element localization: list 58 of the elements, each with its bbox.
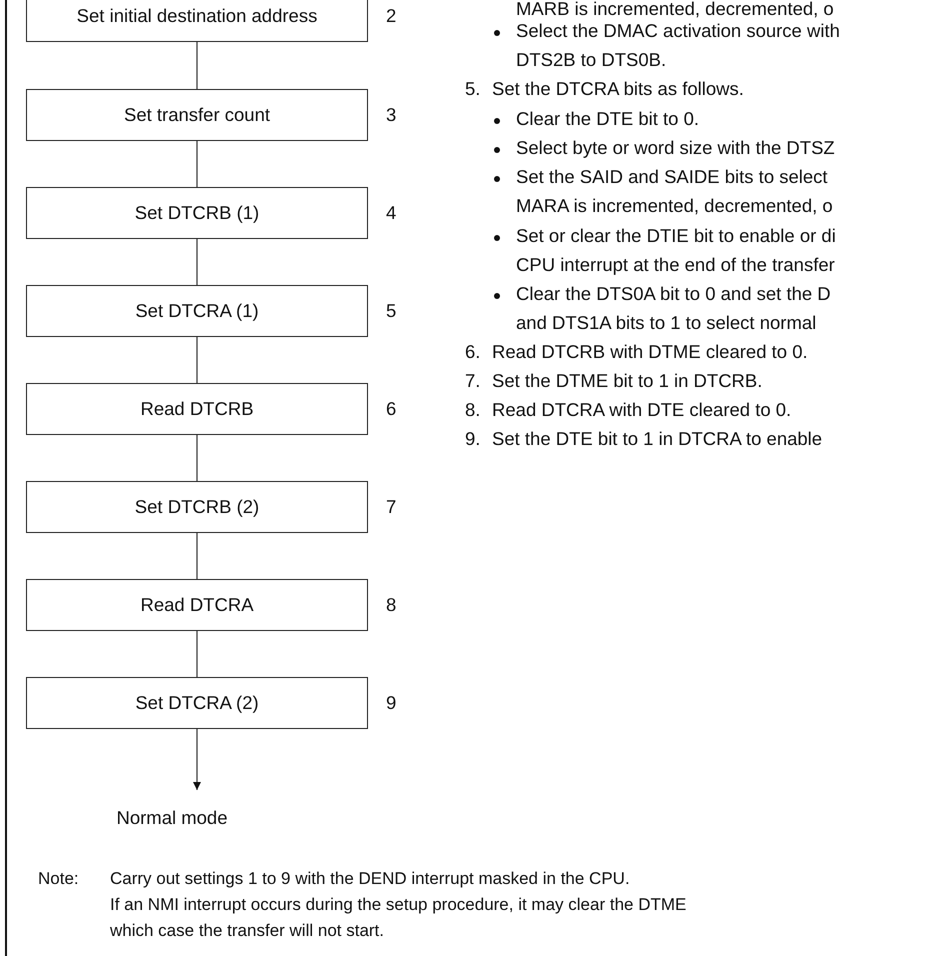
- list-text: DTS2B to DTS0B.: [516, 51, 666, 70]
- list-text: Read DTCRA with DTE cleared to 0.: [492, 401, 792, 420]
- connector-line: [196, 435, 198, 481]
- note-label: Note:: [38, 870, 79, 887]
- list-text: Set the SAID and SAIDE bits to select: [516, 168, 828, 186]
- step-text: Set DTCRA (1): [135, 300, 259, 322]
- step-text: Set initial destination address: [76, 5, 318, 27]
- list-number: 8.: [465, 401, 480, 420]
- connector-line: [196, 631, 198, 677]
- process-box: [26, 383, 368, 435]
- process-box: [26, 481, 368, 533]
- process-box: [26, 0, 368, 42]
- process-box: [26, 677, 368, 729]
- step-number: 2: [386, 5, 396, 27]
- list-text: Select the DMAC activation source with: [516, 22, 840, 40]
- arrow: [193, 729, 201, 790]
- list-text: Set or clear the DTIE bit to enable or di: [516, 227, 836, 246]
- step-text: Set transfer count: [124, 104, 270, 126]
- list-text: MARA is incremented, decremented, o: [516, 197, 833, 216]
- list-text: and DTS1A bits to 1 to select normal: [516, 314, 816, 332]
- list-number: 7.: [465, 372, 480, 390]
- list-text: Set the DTCRA bits as follows.: [492, 80, 744, 98]
- step-number: 5: [386, 300, 396, 322]
- step-text: Set DTCRA (2): [135, 692, 259, 714]
- note-text: Carry out settings 1 to 9 with the DEND interrupt masked in the CPU.: [110, 870, 630, 887]
- list-text: Set the DTME bit to 1 in DTCRB.: [492, 372, 762, 390]
- list-text: MARB is incremented, decremented, o: [516, 0, 834, 18]
- list-number: 9.: [465, 430, 480, 448]
- step-text: Read DTCRB: [140, 398, 254, 420]
- process-box: [26, 579, 368, 631]
- step-text: Set DTCRB (1): [134, 202, 260, 224]
- list-text: CPU interrupt at the end of the transfer: [516, 256, 835, 274]
- list-text: Clear the DTS0A bit to 0 and set the D: [516, 285, 831, 304]
- connector-line: [196, 533, 198, 579]
- list-text: Clear the DTE bit to 0.: [516, 110, 700, 128]
- list-text: Read DTCRB with DTME cleared to 0.: [492, 343, 808, 362]
- connector-line: [196, 42, 198, 89]
- list-number: 6.: [465, 343, 480, 362]
- step-number: 8: [386, 594, 396, 616]
- step-text: Set DTCRB (2): [134, 496, 260, 518]
- connector-line: [196, 337, 198, 383]
- list-number: 5.: [465, 80, 480, 98]
- process-box: [26, 89, 368, 141]
- step-number: 9: [386, 692, 396, 714]
- note-text: which case the transfer will not start.: [110, 922, 384, 939]
- process-box: [26, 285, 368, 337]
- connector-line: [196, 141, 198, 187]
- step-number: 7: [386, 496, 396, 518]
- connector-line: [196, 239, 198, 285]
- step-number: 6: [386, 398, 396, 420]
- end-label: Normal mode: [116, 807, 228, 829]
- list-text: Select byte or word size with the DTSZ: [516, 139, 835, 158]
- list-text: Set the DTE bit to 1 in DTCRA to enable: [492, 430, 822, 448]
- step-number: 3: [386, 104, 396, 126]
- step-number: 4: [386, 202, 396, 224]
- note-text: If an NMI interrupt occurs during the setup procedure, it may clear the DTME: [110, 896, 686, 913]
- process-box: [26, 187, 368, 239]
- step-text: Read DTCRA: [140, 594, 254, 616]
